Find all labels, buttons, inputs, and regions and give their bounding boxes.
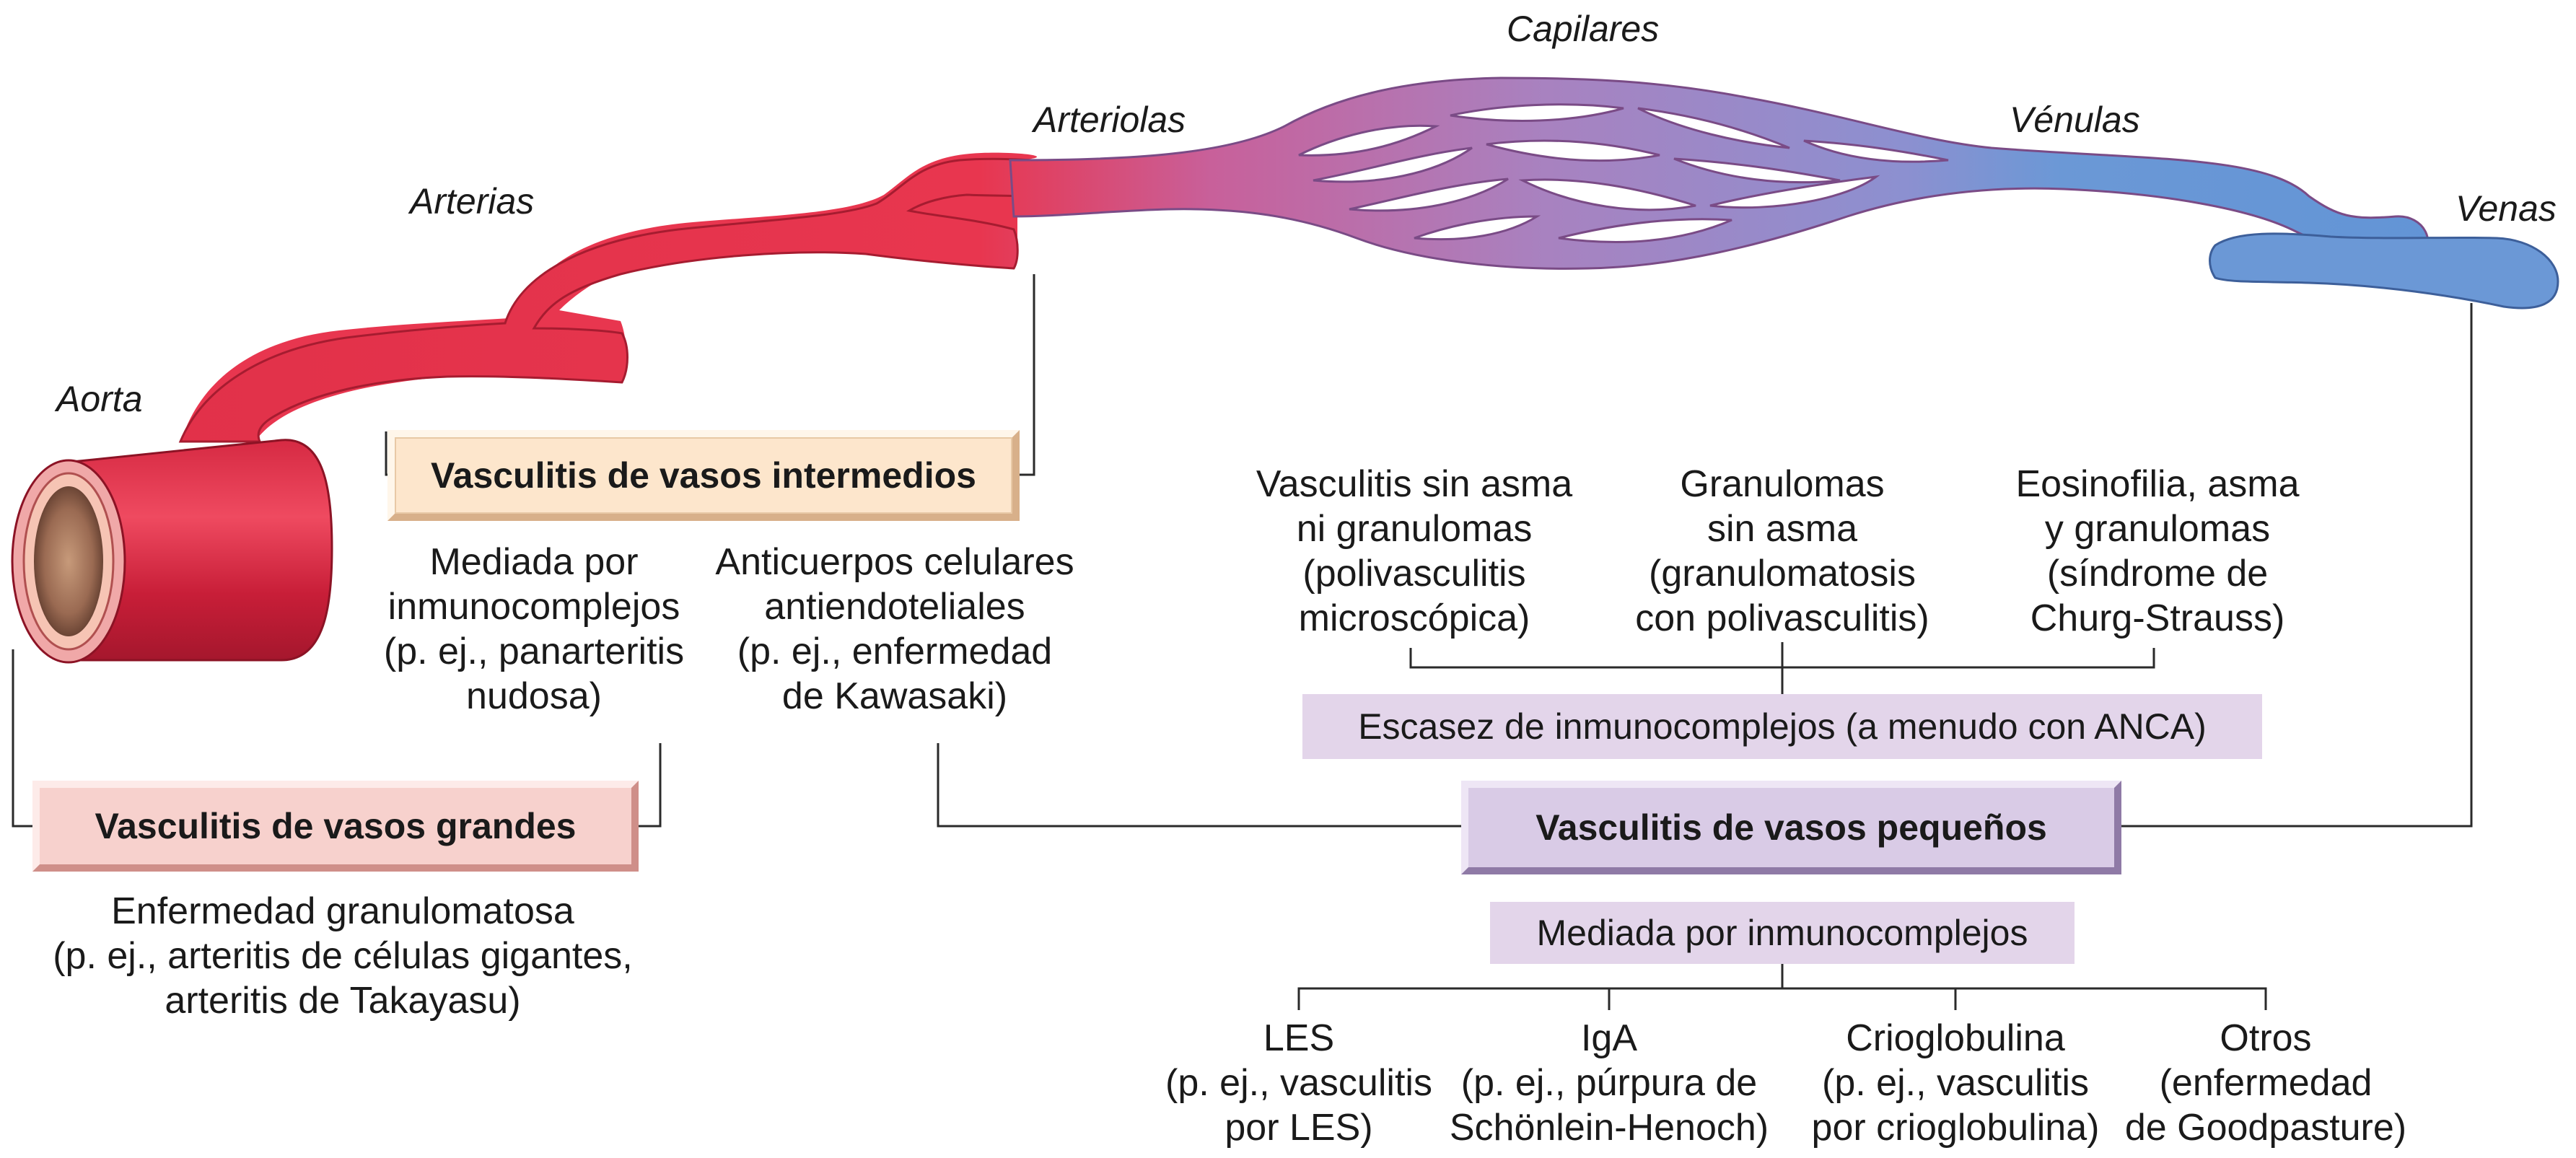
aorta-label: Aorta: [56, 379, 143, 419]
anca-item-churg-strauss: Eosinofilia, asma y granulomas (síndrome…: [2015, 463, 2300, 639]
immune-item-iga: IgA (p. ej., púrpura de Schönlein-Henoch…: [1449, 1017, 1769, 1149]
immune-item-cryoglobulin: Crioglobulina (p. ej., vasculitis por cr…: [1811, 1017, 2100, 1149]
anca-item-microscopic: Vasculitis sin asma ni granulomas (poliv…: [1256, 463, 1573, 639]
arteriolas-label: Arteriolas: [1033, 100, 1186, 140]
aorta-cylinder: [11, 439, 333, 664]
arterias-label: Arterias: [410, 181, 535, 221]
vein: [2209, 232, 2559, 310]
venas-label: Venas: [2455, 188, 2557, 229]
large-vessel-title: Vasculitis de vasos grandes: [95, 806, 577, 846]
capillary-bed: [1009, 76, 2429, 270]
large-vessel-box: Vasculitis de vasos grandes: [32, 781, 639, 872]
medium-immune-text: Mediada por inmunocomplejos (p. ej., pan…: [383, 541, 685, 717]
immune-band: Mediada por inmunocomplejos: [1490, 902, 2075, 964]
artery-tree: [178, 157, 1069, 443]
small-vessel-box: Vasculitis de vasos pequeños: [1461, 781, 2121, 874]
medium-antibody-text: Anticuerpos celulares antiendoteliales (…: [715, 541, 1074, 717]
capilares-label: Capilares: [1507, 9, 1660, 49]
anca-band: Escasez de inmunocomplejos (a menudo con…: [1302, 694, 2262, 759]
venulas-label: Vénulas: [2010, 100, 2140, 140]
medium-vessel-title: Vasculitis de vasos intermedios: [431, 455, 976, 496]
anca-item-granulomatosis: Granulomas sin asma (granulomatosis con …: [1635, 463, 1929, 639]
immune-band-label: Mediada por inmunocomplejos: [1536, 913, 2028, 953]
large-vessel-desc: Enfermedad granulomatosa (p. ej., arteri…: [53, 890, 633, 1022]
small-vessel-title: Vasculitis de vasos pequeños: [1535, 807, 2047, 848]
immune-item-les: LES (p. ej., vasculitis por LES): [1165, 1017, 1432, 1149]
immune-item-other: Otros (enfermedad de Goodpasture): [2124, 1017, 2407, 1149]
anca-band-label: Escasez de inmunocomplejos (a menudo con…: [1358, 706, 2207, 747]
medium-vessel-box: Vasculitis de vasos intermedios: [387, 430, 1020, 521]
